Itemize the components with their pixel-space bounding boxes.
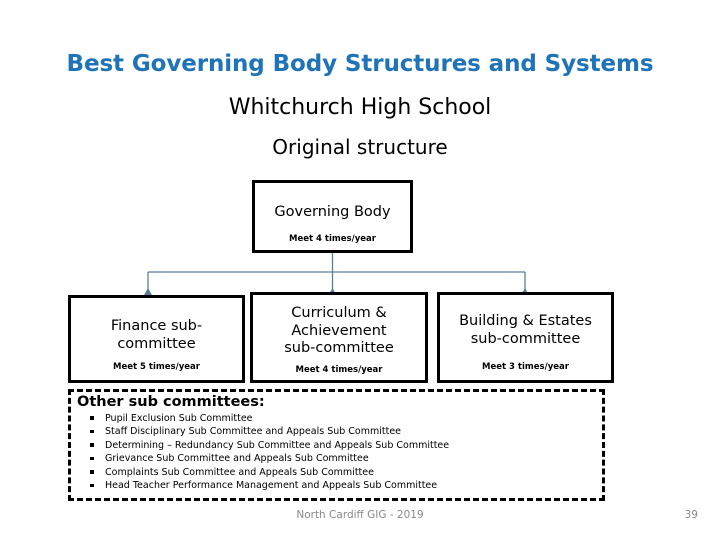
list-item: Complaints Sub Committee and Appeals Sub… [77,466,602,480]
node-curriculum-title: Curriculum & Achievement sub-committee [284,305,394,358]
square-bullet-icon [90,483,94,488]
node-curriculum-note: Meet 4 times/year [295,364,383,375]
node-building-title-line2: sub-committee [470,330,581,347]
node-building-note: Meet 3 times/year [482,361,569,372]
list-item: Staff Disciplinary Sub Committee and App… [77,425,602,439]
other-sub-committees-heading: Other sub committees: [77,394,265,410]
node-finance-title-line2: committee [117,335,196,352]
list-item-label: Determining – Redundancy Sub Committee a… [105,439,450,451]
page-title: Best Governing Body Structures and Syste… [66,51,654,77]
footer-note: North Cardiff GIG - 2019 [296,509,424,521]
list-item: Determining – Redundancy Sub Committee a… [77,439,602,453]
node-governing-body-note: Meet 4 times/year [289,233,376,244]
node-governing-body-title: Governing Body [274,204,391,220]
list-item: Head Teacher Performance Management and … [77,479,602,493]
node-finance-title: Finance sub- committee [111,318,202,353]
node-finance-note: Meet 5 times/year [113,361,200,372]
list-item-label: Complaints Sub Committee and Appeals Sub… [105,466,374,478]
list-item-label: Grievance Sub Committee and Appeals Sub … [105,453,369,465]
subtitle-structure-type: Original structure [272,135,448,159]
other-sub-committees-panel: Other sub committees: Pupil Exclusion Su… [68,389,605,501]
node-governing-body[interactable]: Governing Body Meet 4 times/year [252,180,413,253]
node-building-title-line1: Building & Estates [459,313,592,329]
node-curriculum-title-line2: Achievement [291,322,387,339]
other-sub-committees-list: Pupil Exclusion Sub Committee Staff Disc… [77,412,602,493]
list-item-label: Head Teacher Performance Management and … [105,480,438,492]
list-item-label: Staff Disciplinary Sub Committee and App… [105,426,402,438]
node-finance-title-line1: Finance sub- [110,318,203,334]
square-bullet-icon [90,429,94,434]
footer-page-number: 39 [684,509,698,521]
node-building-estates-sub-committee[interactable]: Building & Estates sub-committee Meet 3 … [437,292,614,383]
square-bullet-icon [90,416,94,420]
square-bullet-icon [90,470,94,474]
list-item-label: Pupil Exclusion Sub Committee [105,412,253,424]
subtitle-school-name: Whitchurch High School [228,95,492,120]
square-bullet-icon [90,443,94,447]
node-building-title: Building & Estates sub-committee [459,313,592,348]
node-finance-sub-committee[interactable]: Finance sub- committee Meet 5 times/year [68,295,245,383]
square-bullet-icon [90,456,94,461]
node-curriculum-title-line3: sub-committee [284,340,394,357]
list-item: Pupil Exclusion Sub Committee [77,412,602,426]
node-curriculum-achievement-sub-committee[interactable]: Curriculum & Achievement sub-committee M… [250,292,428,383]
list-item: Grievance Sub Committee and Appeals Sub … [77,452,602,466]
node-curriculum-title-line1: Curriculum & [291,305,387,321]
